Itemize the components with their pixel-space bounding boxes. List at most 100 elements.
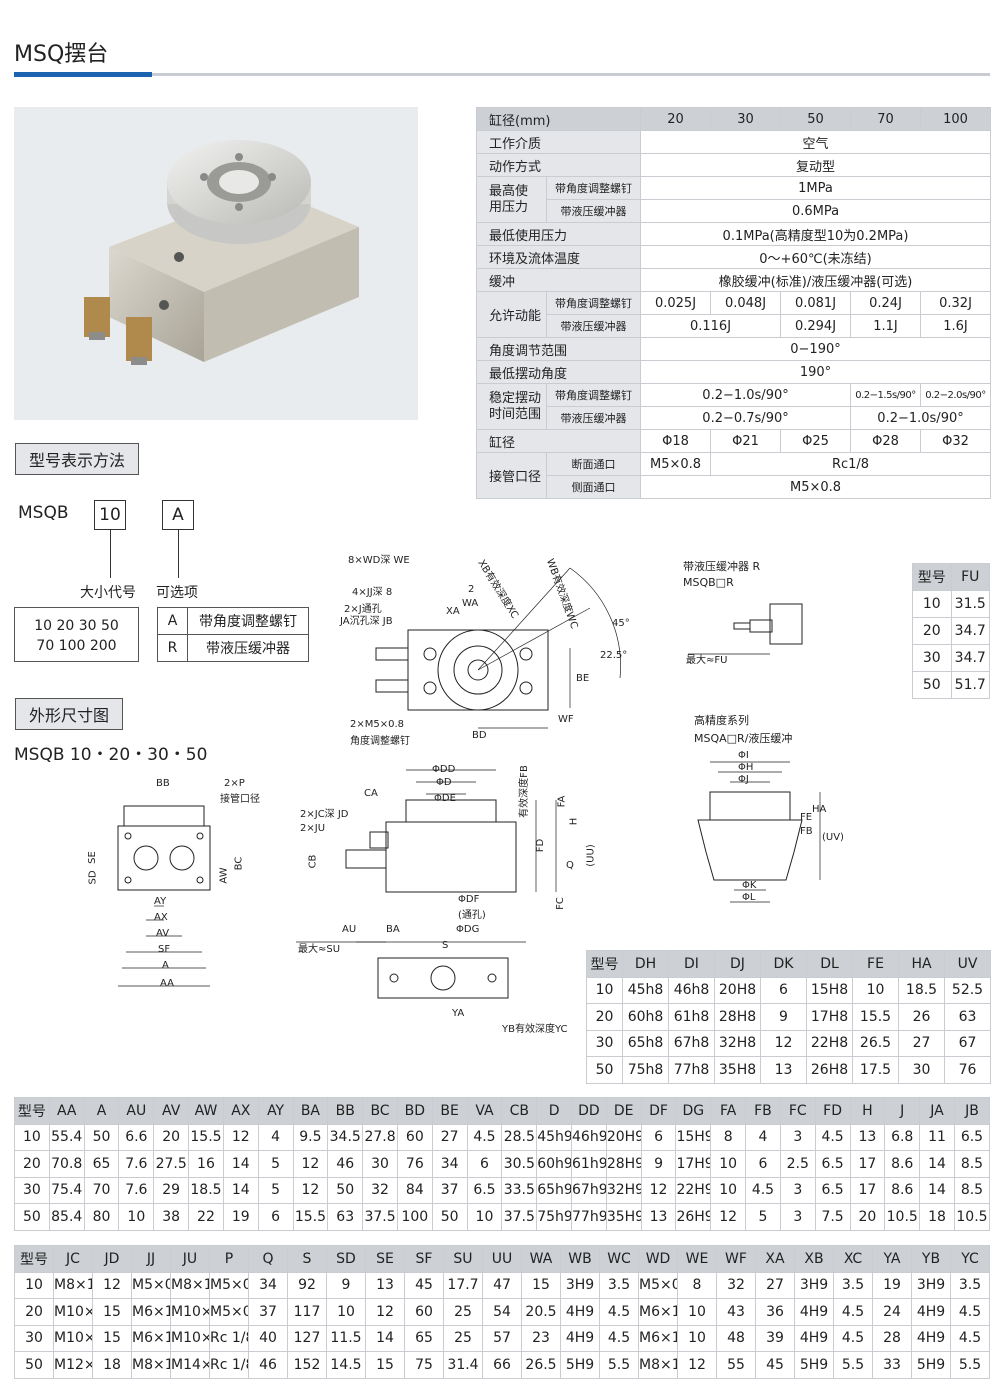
dim-label: 2×P (224, 778, 245, 789)
dim2-cell: 36 (755, 1298, 795, 1326)
dim2-row: 10M8×1.2512M5×0.8M8×1M5×0.834929134517.7… (14, 1271, 990, 1299)
fu-header-row: 型号 FU (912, 563, 990, 591)
dim1-cell: 16 (188, 1150, 224, 1178)
dim1-cell: 9 (640, 1150, 677, 1178)
fu-cell: 34.7 (950, 644, 990, 672)
dim-label: BE (576, 673, 590, 684)
dim1-cell: 30 (14, 1176, 50, 1204)
top-view-svg (375, 567, 621, 729)
spec-value: 0.2−1.0s/90° (640, 383, 852, 407)
dh-header: FE (852, 950, 899, 978)
dim1-header: DF (640, 1097, 677, 1125)
dim1-cell: 4.5 (466, 1123, 503, 1151)
option-code: R (157, 634, 188, 662)
dim2-cell: 4.5 (833, 1298, 873, 1326)
spec-label: 允许动能 (476, 291, 547, 338)
spec-label: 缓冲 (475, 268, 642, 292)
dim1-cell: 10 (710, 1176, 747, 1204)
shock-svg (688, 603, 803, 655)
dim1-cell: 85.4 (48, 1203, 85, 1231)
dim1-header: AV (153, 1097, 190, 1125)
dim2-cell: Rc 1/8 (209, 1324, 249, 1352)
dim1-cell: 10 (14, 1123, 50, 1151)
dim2-cell: 10 (14, 1271, 54, 1299)
dim2-cell: 3H9 (911, 1271, 951, 1299)
dim1-cell: 17 (849, 1176, 886, 1204)
dim1-cell: 14 (222, 1176, 259, 1204)
spec-row: 角度调节范围 0−190° (475, 337, 992, 361)
dim2-cell: 152 (287, 1351, 327, 1379)
dim1-cell: 12 (222, 1123, 259, 1151)
dim-label: 最大≈FU (686, 655, 728, 666)
spec-value: 0.025J (640, 291, 712, 315)
dim2-cell: 50 (14, 1351, 54, 1379)
dim-label: AY (154, 896, 167, 907)
dim-label: 45° (612, 618, 630, 629)
dim-label: FB (800, 826, 813, 837)
dim1-cell: 4 (745, 1123, 781, 1151)
dh-header: DH (622, 950, 669, 978)
dim-label: 角度调整螺钉 (350, 736, 410, 747)
dim2-cell: 4H9 (794, 1324, 834, 1352)
option-table: A 带角度调整螺钉 R 带液压缓冲器 (157, 607, 309, 662)
dim2-cell: 5H9 (911, 1351, 951, 1379)
dim1-cell: 10 (710, 1150, 747, 1178)
dh-cell: 6 (760, 976, 807, 1004)
spec-table: 缸径(mm) 20 30 50 70 100 工作介质 空气 动作方式 复动型 … (475, 107, 992, 499)
dim2-cell: M10×1 (170, 1298, 210, 1326)
dim1-header: JB (953, 1097, 991, 1125)
dim1-cell: 22H9 (675, 1176, 712, 1204)
dim-label: 2×JU (300, 823, 326, 834)
dim1-cell: 33.5 (501, 1176, 538, 1204)
dim2-cell: M8×1.25 (638, 1351, 678, 1379)
spec-sublabel: 侧面通口 (545, 475, 642, 499)
spec-row: 接管口径 断面通口 M5×0.8 Rc1/8 (476, 452, 992, 499)
dim2-cell: M8×1 (170, 1271, 210, 1299)
dh-header: 型号 (586, 950, 623, 978)
dim1-cell: 8.5 (953, 1176, 991, 1204)
dim1-header: BC (362, 1097, 398, 1125)
dim2-cell: 3H9 (794, 1271, 834, 1299)
spec-value: M5×0.8 (640, 452, 712, 476)
dim1-cell: 7.6 (118, 1150, 155, 1178)
side-view-svg (296, 769, 557, 999)
model-option-box: A (162, 500, 194, 530)
dim1-cell: 10 (118, 1203, 155, 1231)
dim1-header: 型号 (14, 1097, 50, 1125)
side-view-drawing: ΦDD ΦD ΦDE 有效深度FB CA 2×JC深 JD 2×JU FA H … (296, 760, 597, 1035)
option-desc: 带液压缓冲器 (187, 634, 309, 662)
dh-cell: 15.5 (852, 1003, 899, 1031)
dim1-header: BB (327, 1097, 364, 1125)
dim-label: YB有效深度YC (502, 1024, 568, 1035)
dim2-cell: 60 (404, 1298, 444, 1326)
spec-label-line: 稳定摆动 (489, 390, 542, 406)
dim1-header: BA (292, 1097, 329, 1125)
size-list-line: 10 20 30 50 (34, 618, 119, 634)
dim2-cell: M10×1 (170, 1324, 210, 1352)
dim2-cell: M14×1.5 (170, 1351, 210, 1379)
dim2-cell: 3.5 (833, 1271, 873, 1299)
dim-label: ΦL (742, 892, 756, 903)
spec-value: M5×0.8 (640, 475, 992, 499)
dim1-cell: 14 (222, 1150, 259, 1178)
top-view-drawing: 8×WD深 WE 4×JJ深 8 2×J通孔 JA沉孔深 JB 2×M5×0.8… (340, 548, 640, 748)
dim1-cell: 55.4 (48, 1123, 85, 1151)
dim1-header: AX (222, 1097, 259, 1125)
dim2-cell: Rc 1/8 (209, 1351, 249, 1379)
dim1-cell: 20H9 (605, 1123, 642, 1151)
fu-header: 型号 (912, 563, 952, 591)
dim2-cell: 4H9 (794, 1298, 834, 1326)
dh-cell: 35H8 (714, 1056, 761, 1084)
rotary-table-illustration (84, 140, 359, 365)
precision-drawing: 高精度系列 MSQA□R/液压缓冲 ΦI ΦH ΦJ ΦK ΦL FE FB H… (690, 712, 844, 912)
dh-cell: 63 (944, 1003, 991, 1031)
leader-line (178, 530, 179, 578)
dim2-cell: 25 (443, 1324, 483, 1352)
dim1-header: FC (779, 1097, 816, 1125)
dim-label: WA (462, 598, 479, 609)
spec-value: 0.2−2.0s/90° (920, 383, 992, 407)
